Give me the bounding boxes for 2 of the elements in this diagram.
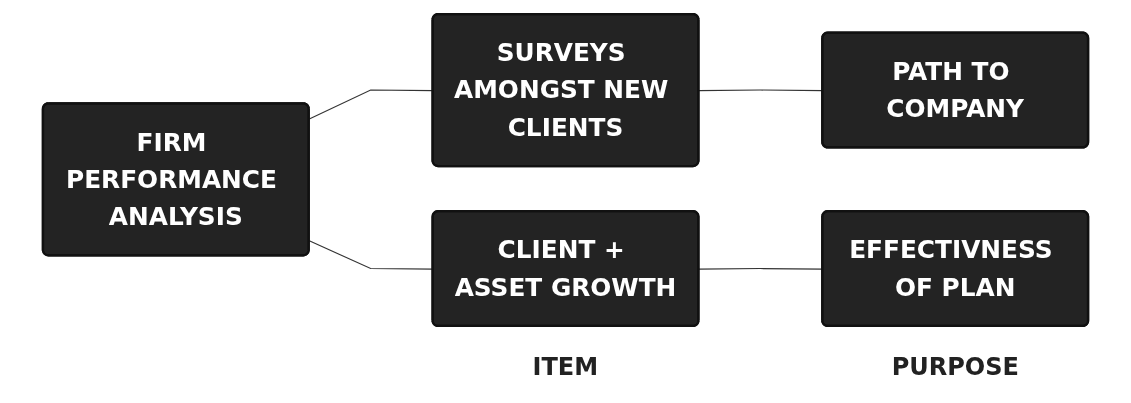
column-heading: ITEM (532, 353, 599, 381)
column-heading: PURPOSE (891, 353, 1019, 381)
